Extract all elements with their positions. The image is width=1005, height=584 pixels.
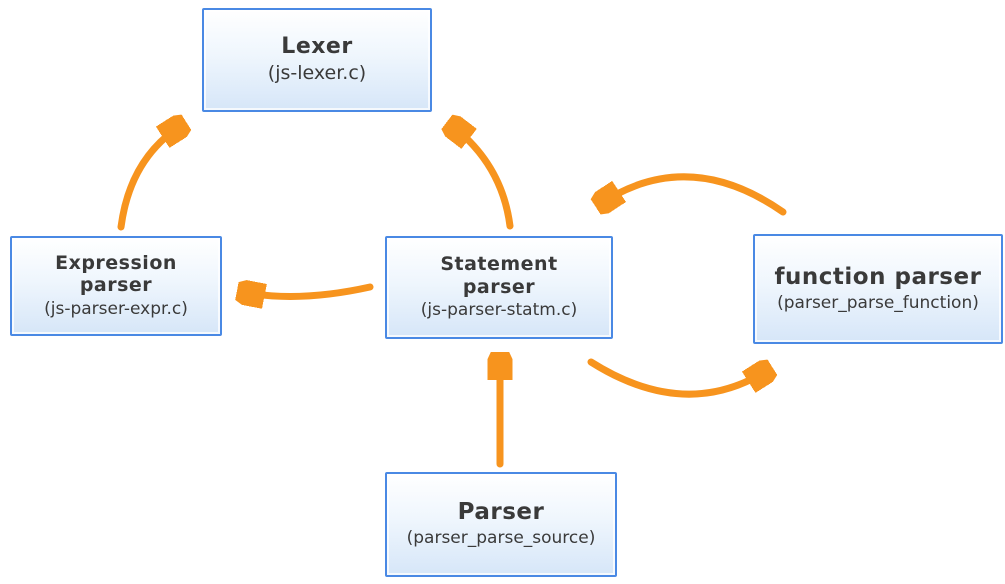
arrow-statement-parser-to-lexer xyxy=(451,125,514,230)
node-expression-parser-title: Expression parser xyxy=(55,252,177,297)
node-function-parser-title: function parser xyxy=(774,263,982,290)
node-parser-subtitle: (parser_parse_source) xyxy=(406,528,596,549)
node-statement-parser-title-line2: parser xyxy=(462,275,536,298)
arrow-function-parser-to-statement-parser xyxy=(600,173,787,212)
node-lexer: Lexer (js-lexer.c) xyxy=(202,8,432,112)
arrow-statement-parser-to-function-parser xyxy=(587,362,768,398)
node-function-parser-subtitle: (parser_parse_function) xyxy=(777,292,979,313)
node-function-parser: function parser (parser_parse_function) xyxy=(753,234,1003,344)
node-lexer-subtitle: (js-lexer.c) xyxy=(267,62,367,85)
arrow-statement-parser-to-expression-parser xyxy=(242,287,374,296)
node-expression-parser-subtitle: (js-parser-expr.c) xyxy=(44,298,188,319)
node-expression-parser-title-line1: Expression xyxy=(55,251,177,274)
node-parser-title: Parser xyxy=(457,499,545,526)
node-expression-parser: Expression parser (js-parser-expr.c) xyxy=(10,236,222,336)
node-expression-parser-title-line2: parser xyxy=(79,274,153,297)
node-lexer-title: Lexer xyxy=(281,34,353,60)
node-parser: Parser (parser_parse_source) xyxy=(385,472,617,577)
node-statement-parser-subtitle: (js-parser-statm.c) xyxy=(420,300,578,321)
arrow-expression-parser-to-lexer xyxy=(117,125,182,231)
node-statement-parser-title: Statement parser xyxy=(440,253,557,298)
node-statement-parser-title-line1: Statement xyxy=(440,253,558,276)
node-statement-parser: Statement parser (js-parser-statm.c) xyxy=(385,236,613,339)
